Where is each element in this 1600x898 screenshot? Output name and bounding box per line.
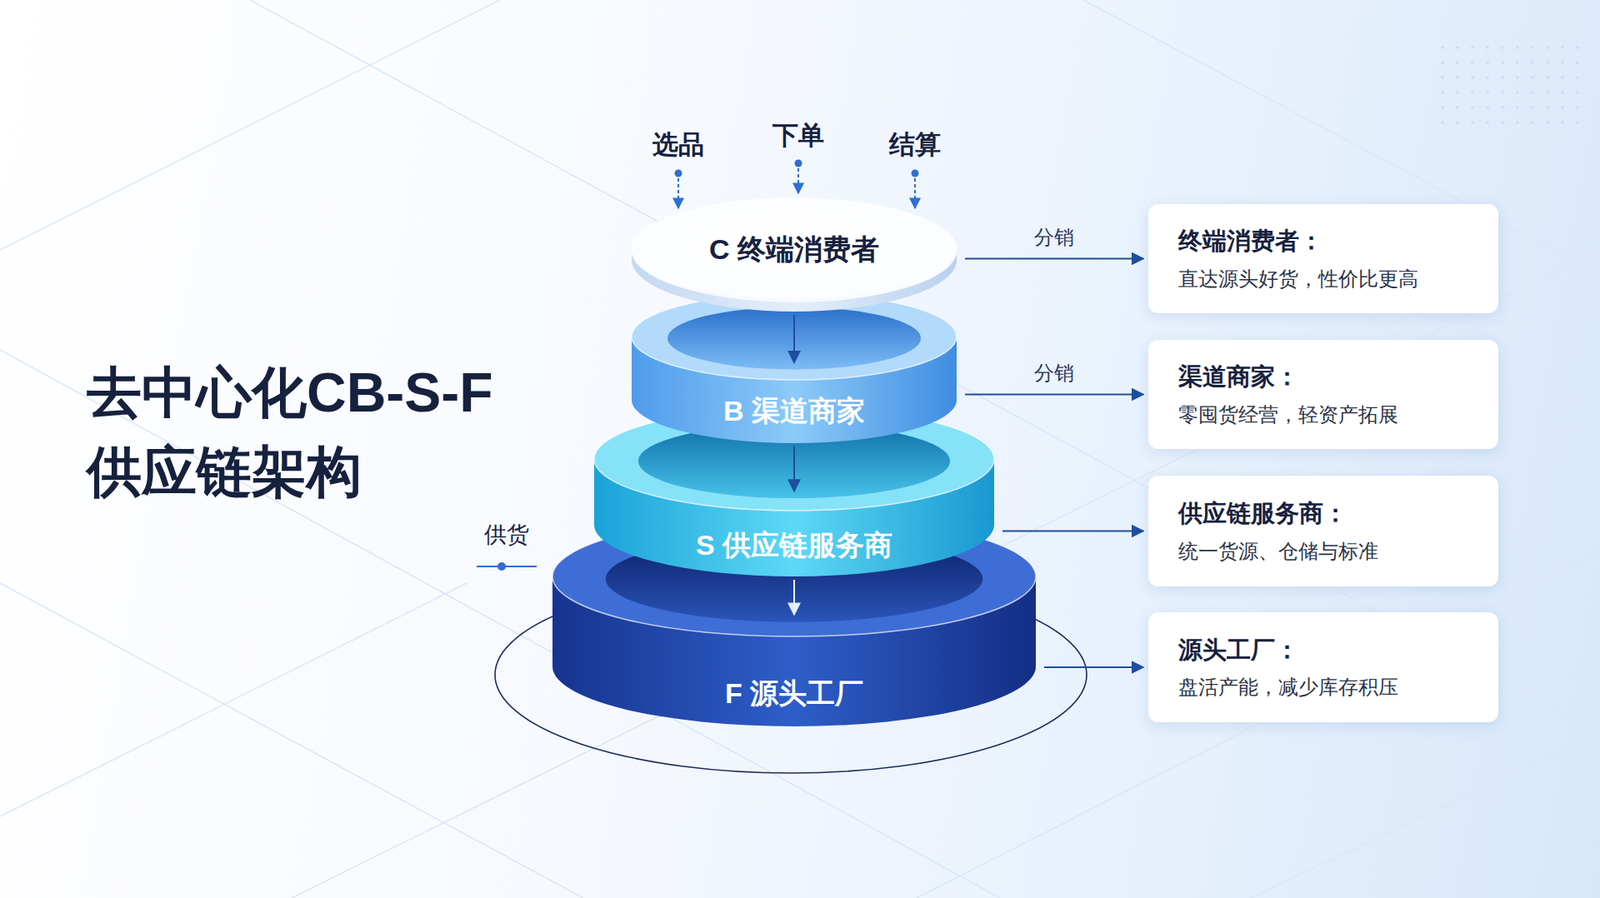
supply-label: 供货	[484, 520, 530, 550]
edge-label: 分销	[1034, 360, 1075, 387]
card-body: 盘活产能，减少库存积压	[1178, 674, 1474, 700]
cylinder-hole	[667, 307, 921, 370]
cylinder-top	[631, 198, 957, 302]
connector-arrow	[793, 315, 795, 363]
connector-arrow	[1044, 666, 1144, 669]
layer-label: B 渠道商家	[723, 395, 865, 427]
layer-label-wrap: S 供应链服务商	[592, 526, 996, 565]
card-heading: 终端消费者：	[1178, 225, 1474, 258]
card-heading: 供应链服务商：	[1178, 498, 1474, 530]
info-card: 源头工厂： 盘活产能，减少库存积压	[1148, 612, 1499, 723]
layer-cylinder: C 终端消费者	[630, 196, 959, 314]
card-body: 统一货源、仓储与标准	[1178, 538, 1474, 565]
layer-label: S 供应链服务商	[695, 529, 893, 561]
connector-arrow	[793, 446, 795, 492]
diagram-title: 去中心化CB-S-F 供应链架构	[86, 353, 620, 512]
layer-label-wrap: C 终端消费者	[630, 230, 959, 270]
layer-label: F 源头工厂	[725, 677, 864, 710]
card-body: 直达源头好货，性价比更高	[1178, 265, 1474, 292]
connector-arrow	[793, 580, 795, 615]
layer-label-wrap: F 源头工厂	[550, 675, 1038, 714]
layer-cylinder: B 渠道商家	[630, 291, 959, 445]
connector-arrow	[965, 258, 1144, 260]
connector-arrow	[1002, 530, 1144, 533]
edge-label: 分销	[1034, 224, 1075, 251]
layer-label: C 终端消费者	[709, 233, 880, 265]
supply-leader	[476, 562, 537, 571]
action-label: 下单	[772, 118, 825, 154]
layer-label-wrap: B 渠道商家	[630, 392, 959, 431]
action-label: 选品	[652, 127, 705, 163]
dot-grid	[1433, 33, 1584, 125]
info-card: 供应链服务商： 统一货源、仓储与标准	[1148, 475, 1499, 587]
card-heading: 源头工厂：	[1178, 635, 1474, 667]
action-label: 结算	[889, 127, 941, 163]
card-body: 零囤货经营，轻资产拓展	[1178, 401, 1474, 428]
connector-arrow	[965, 394, 1144, 396]
info-card: 终端消费者： 直达源头好货，性价比更高	[1148, 204, 1499, 314]
info-card: 渠道商家： 零囤货经营，轻资产拓展	[1148, 340, 1499, 450]
card-heading: 渠道商家：	[1178, 361, 1474, 394]
